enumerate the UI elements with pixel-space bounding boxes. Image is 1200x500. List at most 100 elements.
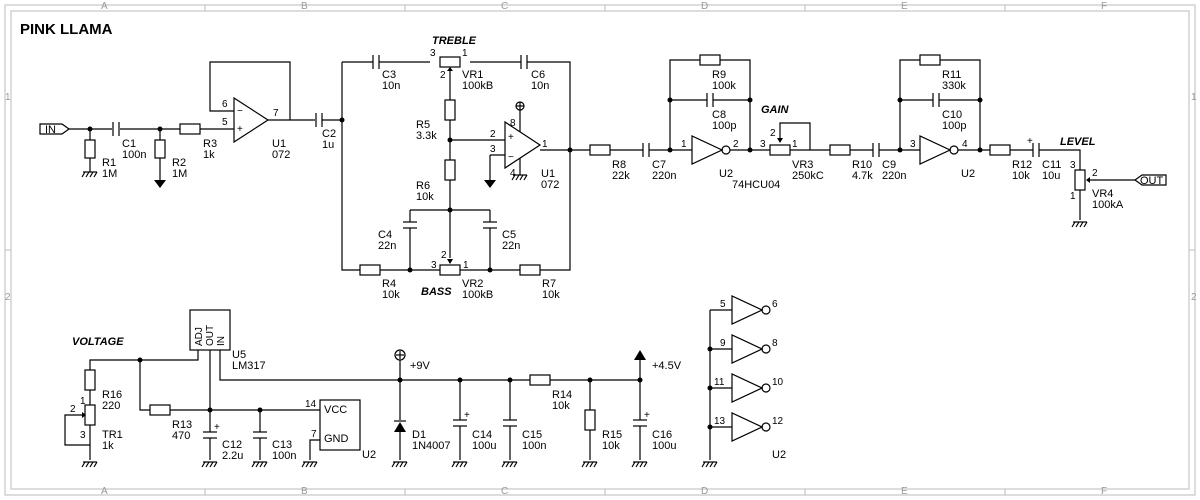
u1a-ref: U1: [272, 138, 286, 150]
zone-row-1-left: 1: [5, 92, 11, 103]
junction: [707, 346, 713, 352]
u5-pin-in: IN: [216, 336, 227, 346]
opamp-plus-sign: +: [508, 132, 514, 143]
treble-heading: TREBLE: [432, 35, 477, 47]
bias-reference-arrow: [484, 180, 496, 188]
u1a-pin-6: 6: [222, 99, 228, 110]
opamp-minus-sign: −: [508, 152, 514, 163]
unused-inverter-13-12: [731, 412, 771, 442]
r7-value: 10k: [542, 289, 560, 301]
u2b-pin-3: 3: [910, 139, 916, 150]
output-port[interactable]: OUT: [1133, 174, 1167, 187]
c13-ref: C13: [272, 439, 292, 451]
u2b-inverter: [919, 135, 952, 165]
vr4-wiper-arrow: [1086, 177, 1090, 183]
c1-value: 100n: [122, 149, 146, 161]
c2-value: 1u: [322, 139, 334, 151]
c15-capacitor: [503, 419, 517, 427]
tr1-trimmer: [84, 404, 96, 426]
r4-resistor: [359, 264, 381, 276]
c11-polarity-mark: +: [1027, 136, 1033, 147]
zone-col-b-bottom: B: [301, 486, 308, 497]
input-port[interactable]: IN: [39, 123, 71, 136]
d1-value: 1N4007: [412, 440, 451, 452]
c12-capacitor: +: [203, 422, 220, 439]
supply-9v-label: +9V: [410, 360, 431, 372]
vr3-wiper-arrow: [777, 138, 783, 143]
gain-heading: GAIN: [761, 104, 790, 116]
u2c-pin-11: 11: [714, 377, 725, 388]
junction: [137, 357, 143, 363]
zone-col-b-top: B: [301, 1, 308, 12]
r5-ref: R5: [416, 119, 430, 131]
r9-resistor: [699, 54, 721, 66]
zone-col-e-bottom: E: [901, 486, 908, 497]
u2c-pin-9: 9: [720, 338, 726, 349]
bias-reference-arrow: [154, 180, 166, 188]
c13-capacitor: [253, 431, 267, 439]
r8-ref: R8: [612, 159, 626, 171]
r16-ref: R16: [102, 389, 122, 401]
c11-capacitor: +: [1027, 136, 1040, 157]
u1b-supply-terminal: [515, 101, 525, 111]
r12-c11-wire: [1010, 149, 1081, 165]
vr2-pin-1: 1: [463, 260, 469, 271]
zone-col-c-bottom: C: [501, 486, 508, 497]
r3-value: 1k: [203, 149, 215, 161]
r6-resistor: [444, 159, 456, 181]
zone-col-f-bottom: F: [1101, 486, 1107, 497]
r6-ref: R6: [416, 180, 430, 192]
r11-value: 330k: [942, 80, 966, 92]
u2c-pin-6: 6: [772, 299, 778, 310]
vr4-value: 100kA: [1092, 199, 1124, 211]
r1-value: 1M: [102, 168, 117, 180]
r12-ref: R12: [1012, 159, 1032, 171]
u2a-feedback-wire: [669, 59, 751, 150]
c4-ref: C4: [378, 229, 392, 241]
r4-ref: R4: [382, 278, 396, 290]
u5-value: LM317: [232, 360, 266, 372]
c10-ref: C10: [942, 109, 962, 121]
junction: [407, 267, 413, 273]
c4-value: 22n: [378, 240, 396, 252]
vr3-pin-2: 2: [770, 128, 776, 139]
r4-value: 10k: [382, 289, 400, 301]
d1-diode: [394, 422, 406, 432]
r11-ref: R11: [942, 69, 961, 81]
r15-resistor: [584, 409, 596, 431]
opamp-plus-sign: +: [237, 124, 243, 135]
u2b-feedback-wire: [899, 59, 981, 150]
ground-symbol: [501, 461, 518, 468]
u2b-ref: U2: [961, 168, 975, 180]
u1b-pin-3: 3: [490, 144, 496, 155]
tr1-pin-1: 1: [80, 396, 86, 407]
vr4-ref: VR4: [1092, 188, 1113, 200]
r16-resistor: [84, 369, 96, 391]
vr1-pin-1: 1: [462, 48, 468, 59]
r3-resistor: [179, 123, 201, 135]
vr2-value: 100kB: [462, 289, 493, 301]
vr2-pin-3: 3: [431, 260, 437, 271]
u2-gnd-wire: [309, 439, 320, 460]
c9-value: 220n: [882, 170, 906, 182]
r8-resistor: [589, 144, 611, 156]
r12-value: 10k: [1012, 170, 1030, 182]
r10-value: 4.7k: [852, 170, 873, 182]
zone-col-c-top: C: [501, 1, 508, 12]
r10-resistor: [829, 144, 851, 156]
voltage-heading: VOLTAGE: [72, 336, 124, 348]
u2a-value: 74HCU04: [732, 179, 780, 191]
c4-capacitor: [403, 221, 417, 229]
c8-ref: C8: [712, 109, 726, 121]
u1a-pin-7: 7: [273, 108, 279, 119]
c3-value: 10n: [382, 80, 400, 92]
ground-symbol: [391, 461, 408, 468]
r7-ref: R7: [542, 278, 556, 290]
u2a-pin-1: 1: [681, 139, 687, 150]
c14-value: 100u: [472, 440, 496, 452]
c3-ref: C3: [382, 69, 396, 81]
c1-capacitor: [112, 122, 120, 136]
u1a-pin-5: 5: [222, 117, 228, 128]
ground-symbol: [201, 461, 218, 468]
u1b-pin-8: 8: [510, 118, 516, 129]
